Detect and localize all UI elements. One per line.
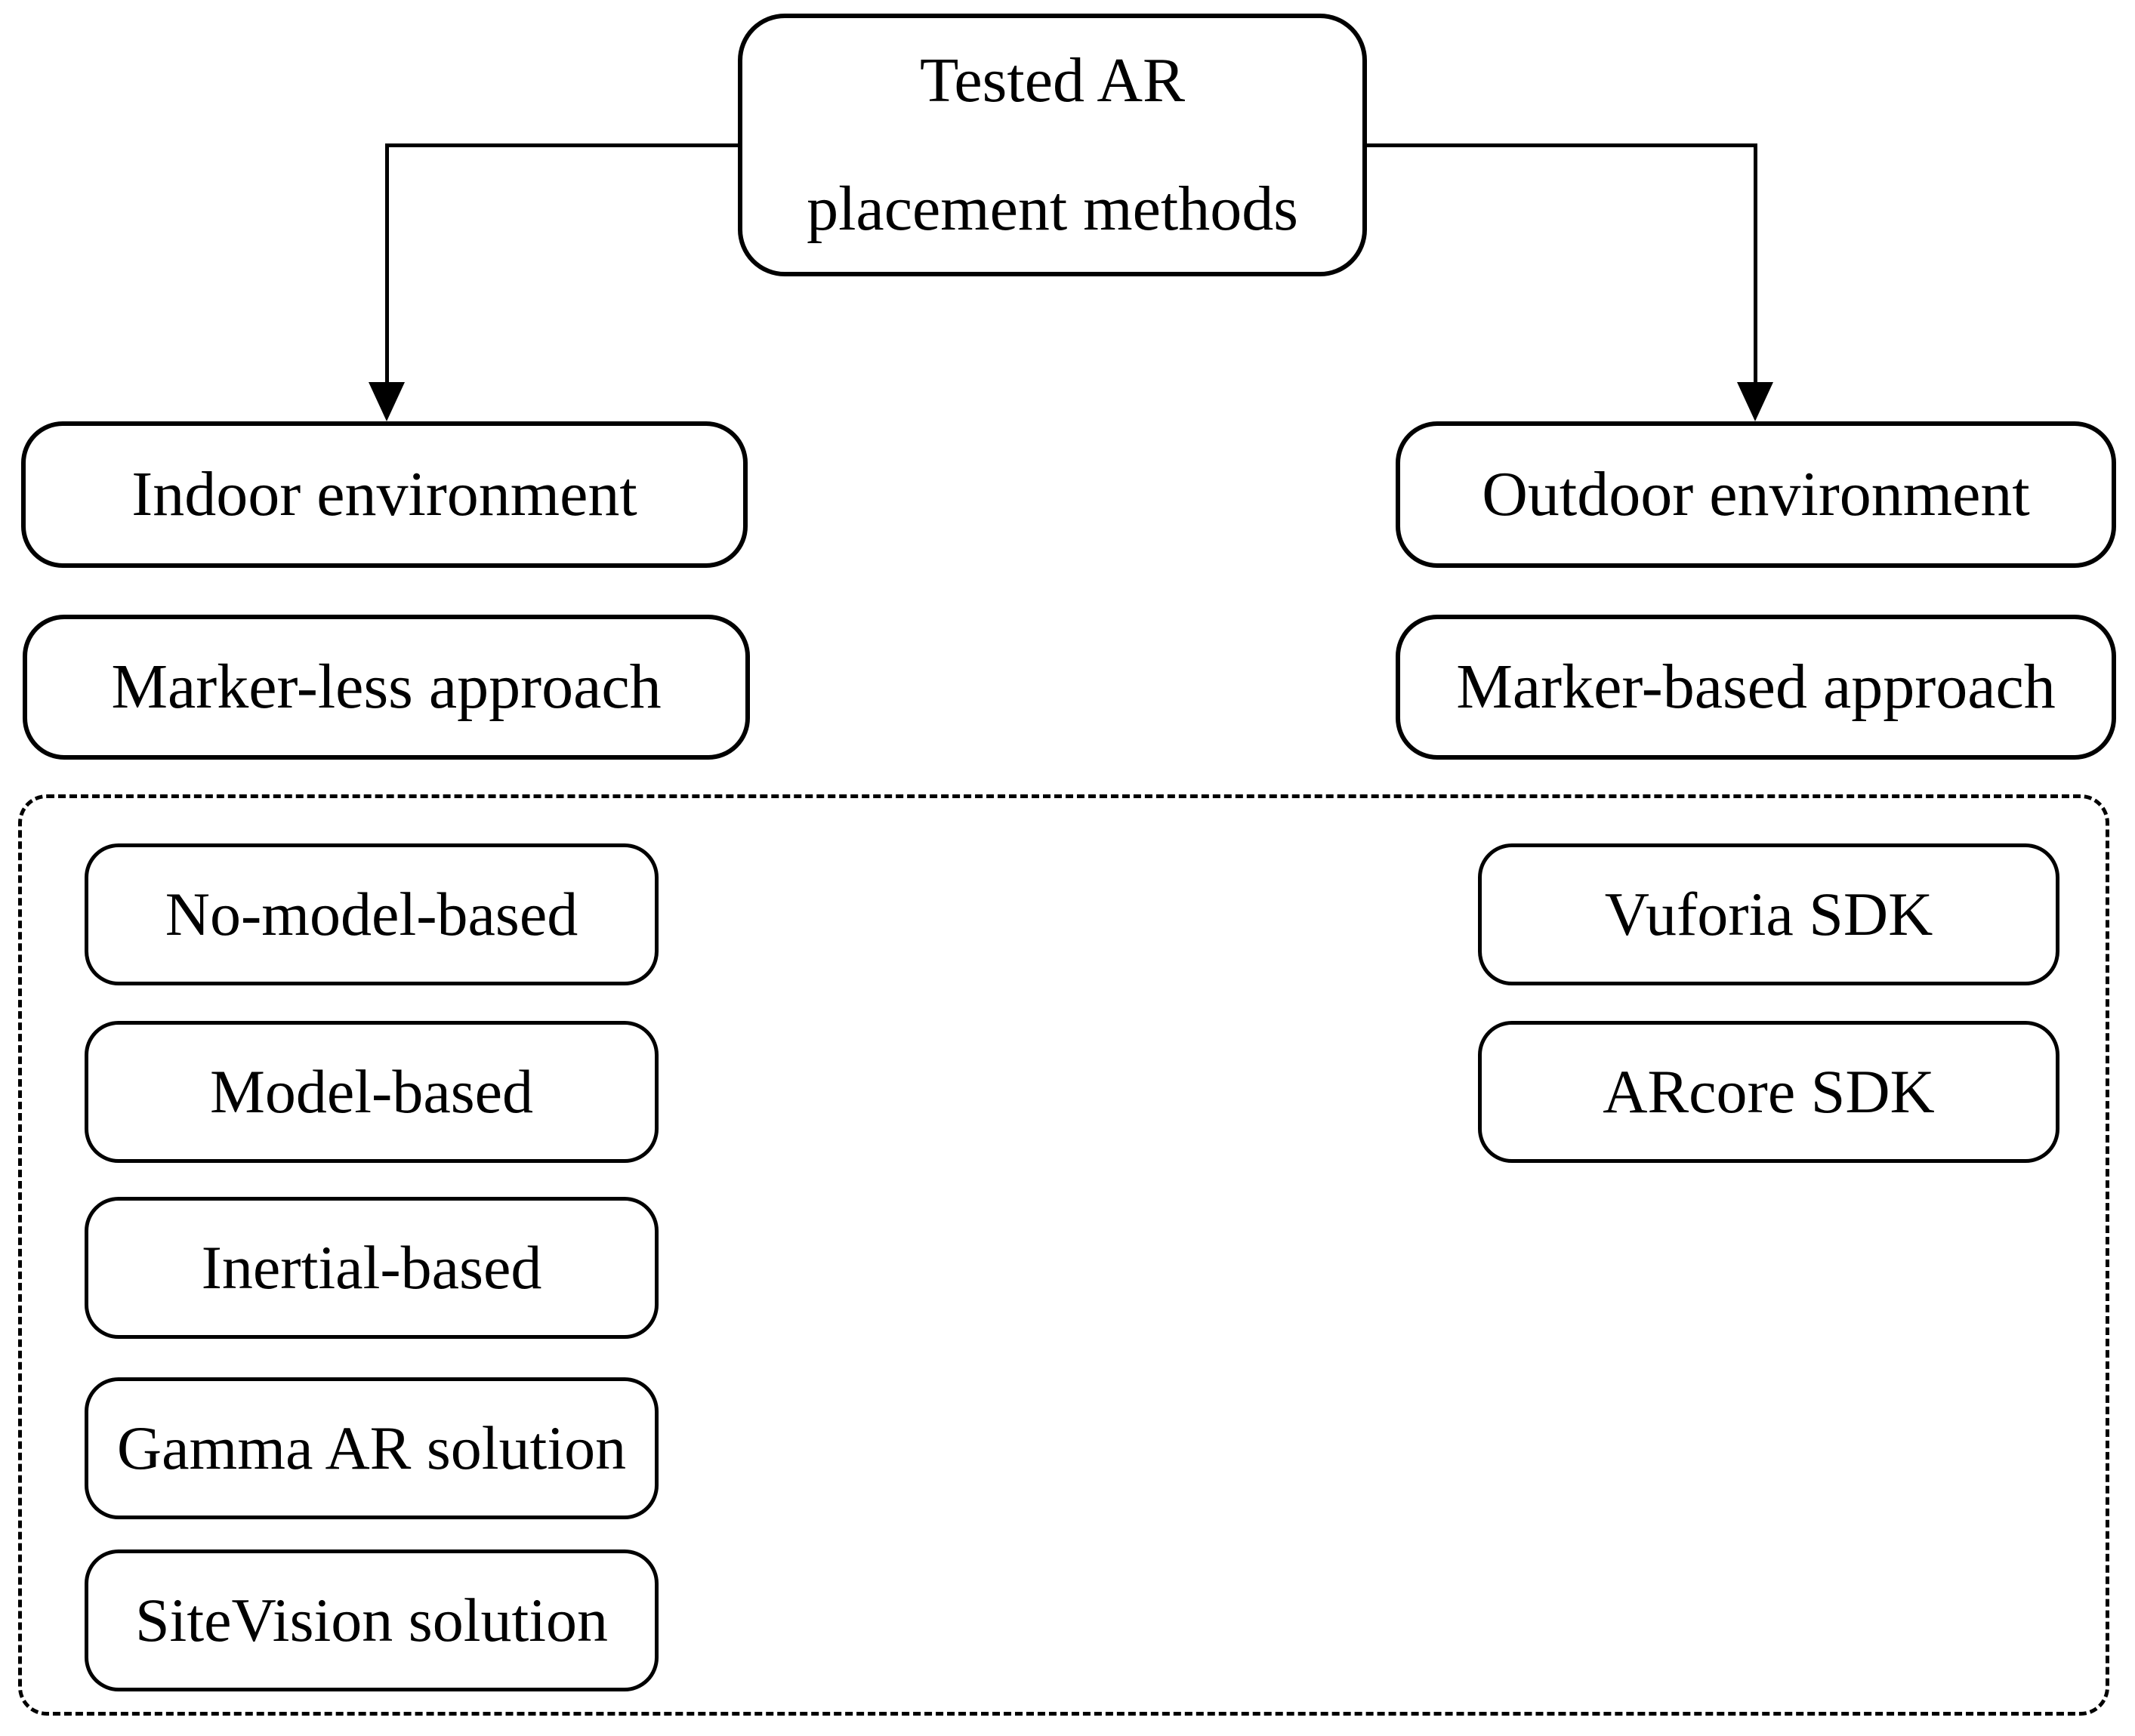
method-label: No-model-based <box>165 879 578 948</box>
connector-right-horizontal <box>1367 143 1756 147</box>
outdoor-environment-label: Outdoor environment <box>1482 458 2030 529</box>
method-label: Inertial-based <box>201 1232 542 1302</box>
method-node-vuforia-sdk: Vuforia SDK <box>1478 843 2059 985</box>
method-label: SiteVision solution <box>134 1585 609 1654</box>
method-node-sitevision-solution: SiteVision solution <box>85 1549 659 1691</box>
method-node-arcore-sdk: ARcore SDK <box>1478 1021 2059 1163</box>
root-node-tested-ar-placement-methods: Tested AR placement methods <box>738 14 1367 276</box>
arrow-down-left-icon <box>369 382 405 421</box>
outdoor-environment-node: Outdoor environment <box>1396 421 2116 568</box>
root-node-label-line1: Tested AR <box>919 45 1186 116</box>
method-label: Model-based <box>209 1056 534 1126</box>
method-node-gamma-ar-solution: Gamma AR solution <box>85 1377 659 1519</box>
method-node-no-model-based: No-model-based <box>85 843 659 985</box>
method-label: Gamma AR solution <box>116 1413 627 1482</box>
root-node-label-line2: placement methods <box>807 174 1298 244</box>
connector-left-vertical <box>385 143 389 384</box>
marker-less-approach-label: Marker-less approach <box>111 651 662 722</box>
methods-dashed-container <box>18 794 2109 1716</box>
connector-right-vertical <box>1754 143 1757 384</box>
method-label: ARcore SDK <box>1603 1056 1935 1126</box>
indoor-environment-label: Indoor environment <box>131 458 637 529</box>
method-label: Vuforia SDK <box>1604 879 1933 948</box>
marker-less-approach-node: Marker-less approach <box>23 615 750 760</box>
connector-left-horizontal <box>387 143 738 147</box>
method-node-model-based: Model-based <box>85 1021 659 1163</box>
method-node-inertial-based: Inertial-based <box>85 1197 659 1339</box>
marker-based-approach-node: Marker-based approach <box>1396 615 2116 760</box>
marker-based-approach-label: Marker-based approach <box>1456 651 2056 722</box>
indoor-environment-node: Indoor environment <box>21 421 748 568</box>
arrow-down-right-icon <box>1737 382 1773 421</box>
